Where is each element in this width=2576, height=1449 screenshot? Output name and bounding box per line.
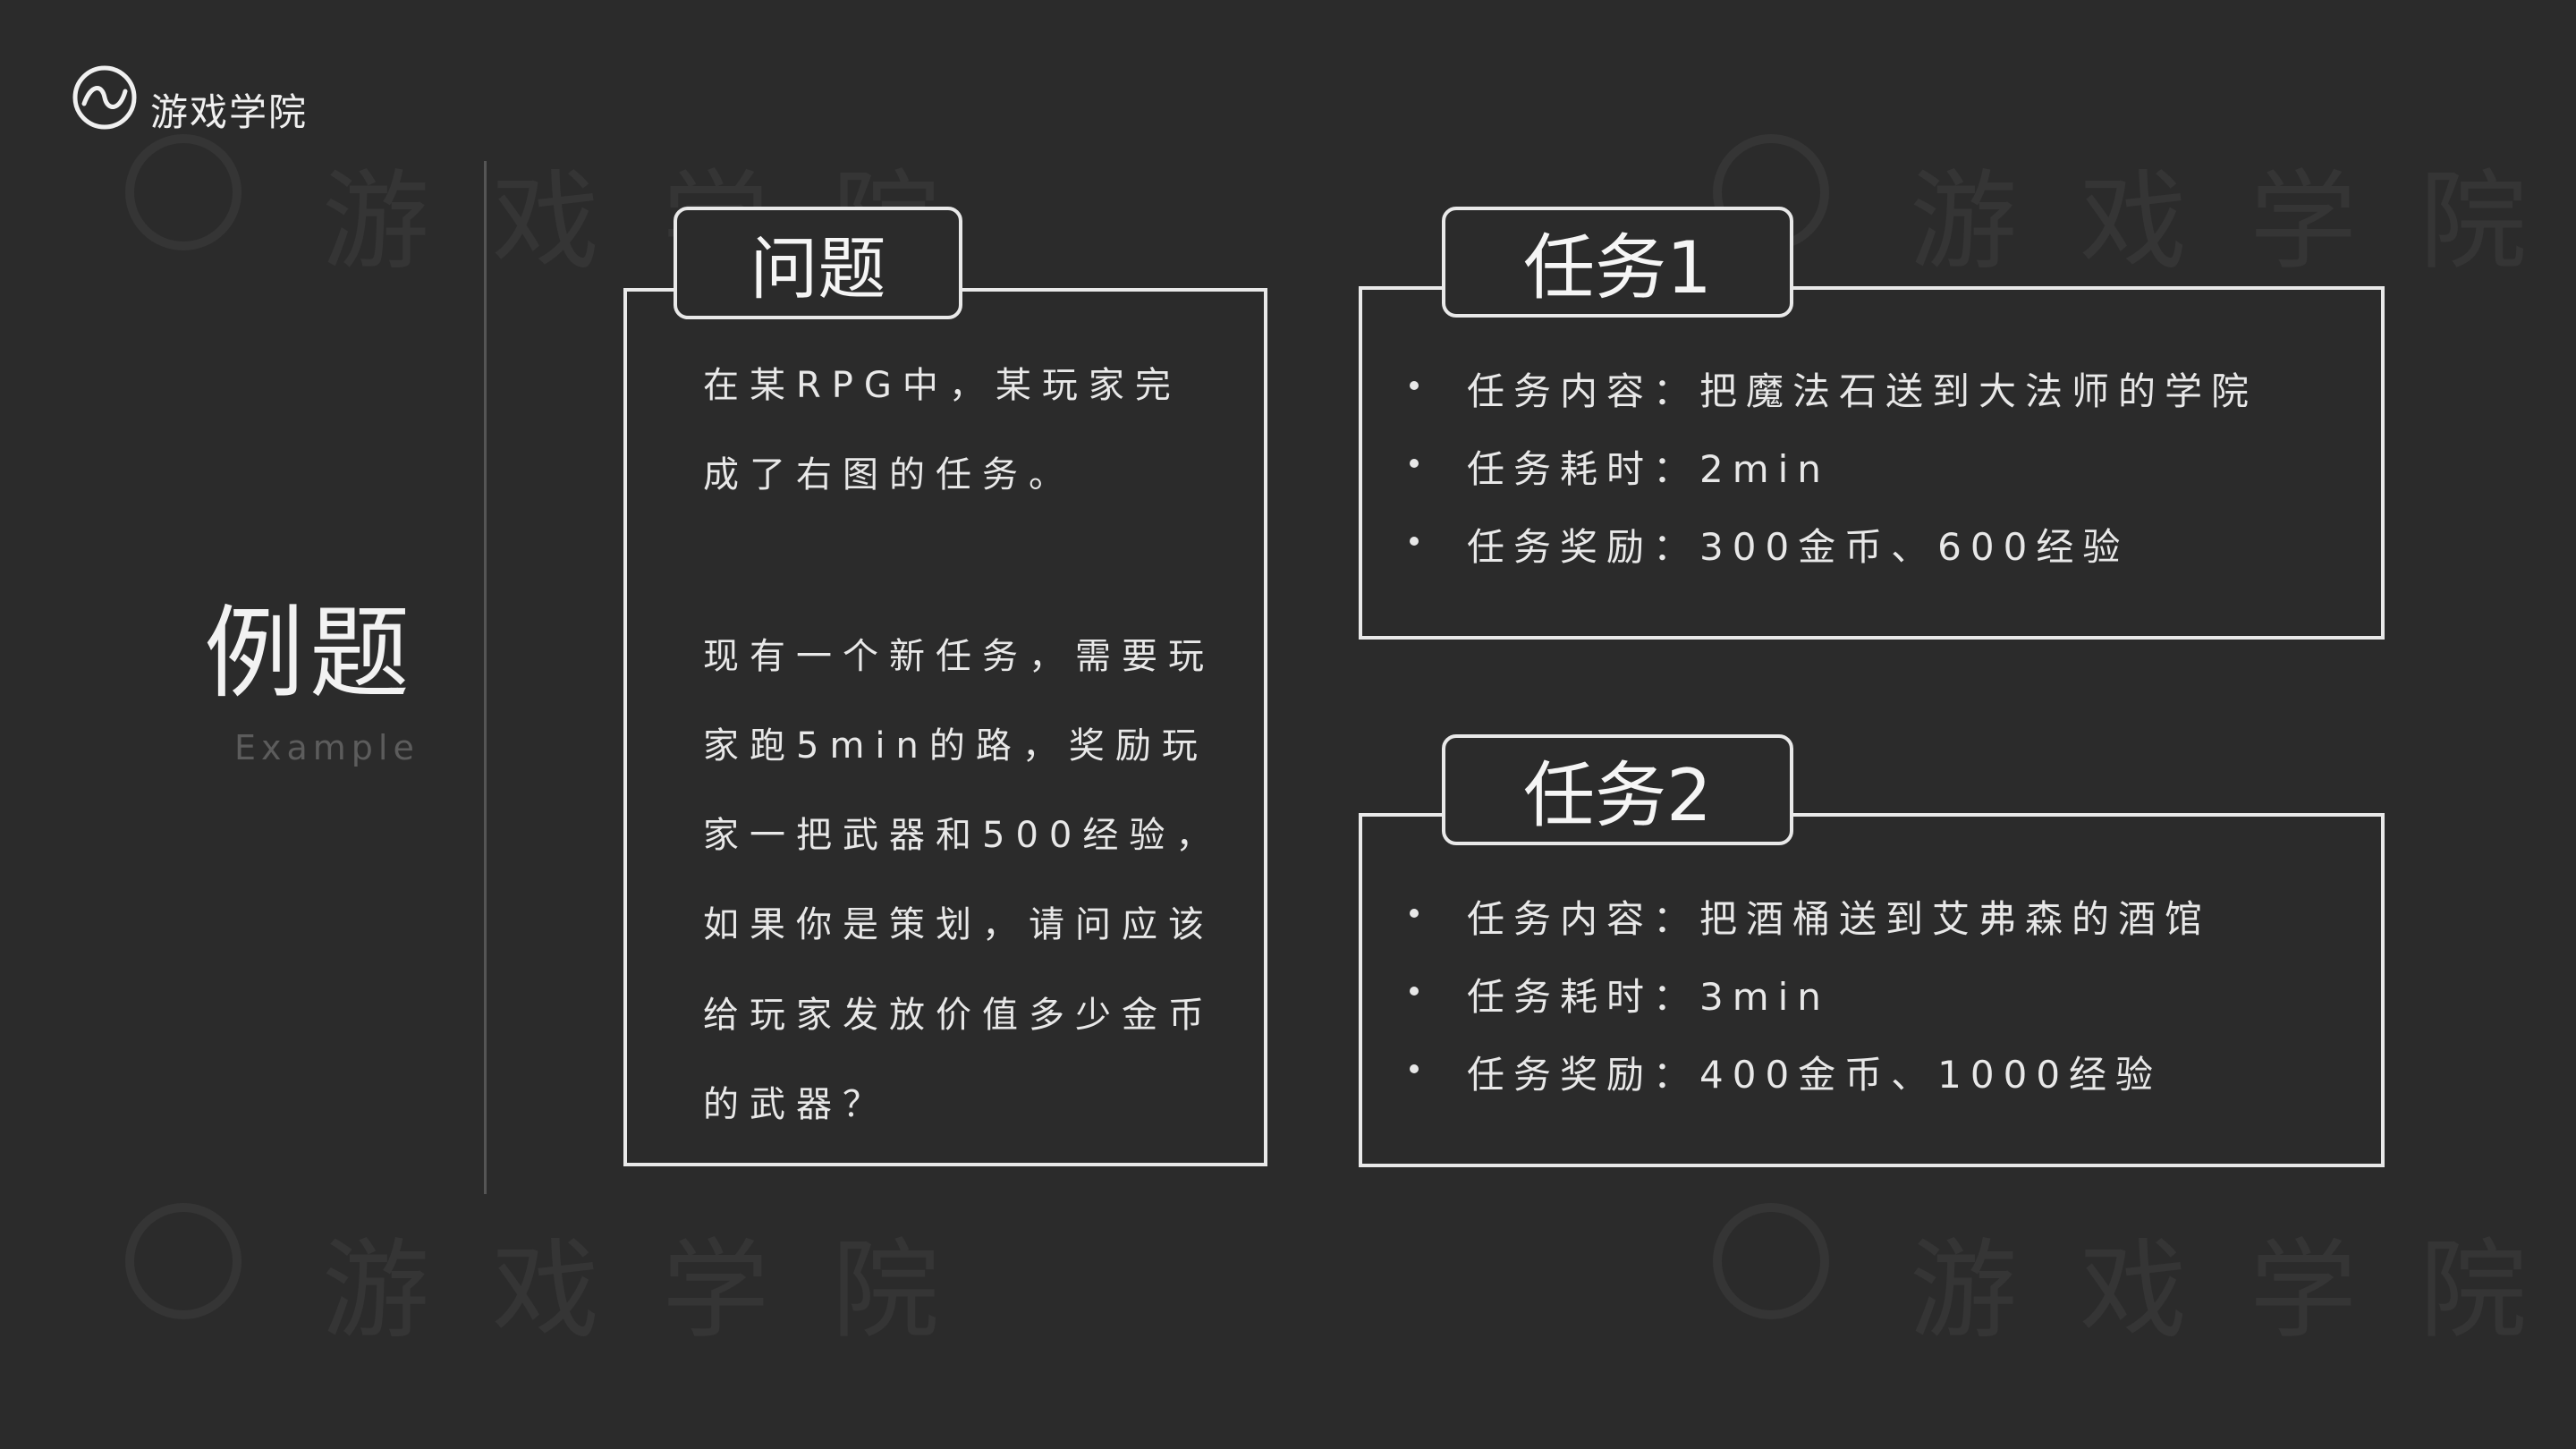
question-line: 家跑5min的路，奖励玩 bbox=[703, 725, 1208, 767]
question-line: 如果你是策划，请问应该 bbox=[703, 904, 1215, 945]
page-title: 例题 bbox=[204, 596, 415, 712]
section-divider bbox=[484, 161, 487, 1194]
watermark-text: 游戏学院 bbox=[322, 1229, 1002, 1353]
bullet-icon bbox=[1410, 381, 1419, 390]
question-tab: 问题 bbox=[674, 207, 962, 319]
task-2-box bbox=[1359, 813, 2385, 1167]
task-2-item: 任务耗时：3min bbox=[1467, 975, 1830, 1019]
watermark-text: 游戏学院 bbox=[1910, 1229, 2576, 1353]
task-1-box bbox=[1359, 286, 2385, 640]
question-line: 给玩家发放价值多少金币 bbox=[703, 995, 1215, 1036]
question-line: 家一把武器和500经验， bbox=[703, 815, 1223, 856]
question-tab-label: 问题 bbox=[750, 229, 886, 309]
watermark-text: 游戏学院 bbox=[1910, 160, 2576, 284]
bullet-icon bbox=[1410, 459, 1419, 468]
brand-name: 游戏学院 bbox=[150, 90, 309, 134]
watermark-logo-icon bbox=[125, 1203, 242, 1319]
watermark-logo-icon bbox=[125, 134, 242, 250]
question-line: 成了右图的任务。 bbox=[703, 454, 1075, 496]
brand-logo-icon bbox=[72, 65, 137, 130]
question-line: 的武器？ bbox=[703, 1084, 889, 1125]
task-2-tab: 任务2 bbox=[1442, 734, 1793, 845]
task-2-item: 任务内容：把酒桶送到艾弗森的酒馆 bbox=[1467, 897, 2212, 941]
bullet-icon bbox=[1410, 909, 1419, 918]
bullet-icon bbox=[1410, 1064, 1419, 1073]
task-1-item: 任务内容：把魔法石送到大法师的学院 bbox=[1467, 369, 2258, 413]
bullet-icon bbox=[1410, 537, 1419, 546]
question-line: 在某RPG中，某玩家完 bbox=[703, 365, 1182, 406]
task-2-tab-label: 任务2 bbox=[1523, 754, 1712, 837]
bullet-icon bbox=[1410, 987, 1419, 996]
task-1-item: 任务耗时：2min bbox=[1467, 447, 1830, 491]
page-subtitle: Example bbox=[234, 728, 419, 767]
question-line: 现有一个新任务，需要玩 bbox=[703, 636, 1215, 677]
watermark-logo-icon bbox=[1713, 1203, 1829, 1319]
task-1-tab-label: 任务1 bbox=[1523, 226, 1712, 309]
task-1-tab: 任务1 bbox=[1442, 207, 1793, 318]
task-2-item: 任务奖励：400金币、1000经验 bbox=[1467, 1053, 2163, 1097]
task-1-item: 任务奖励：300金币、600经验 bbox=[1467, 525, 2130, 569]
